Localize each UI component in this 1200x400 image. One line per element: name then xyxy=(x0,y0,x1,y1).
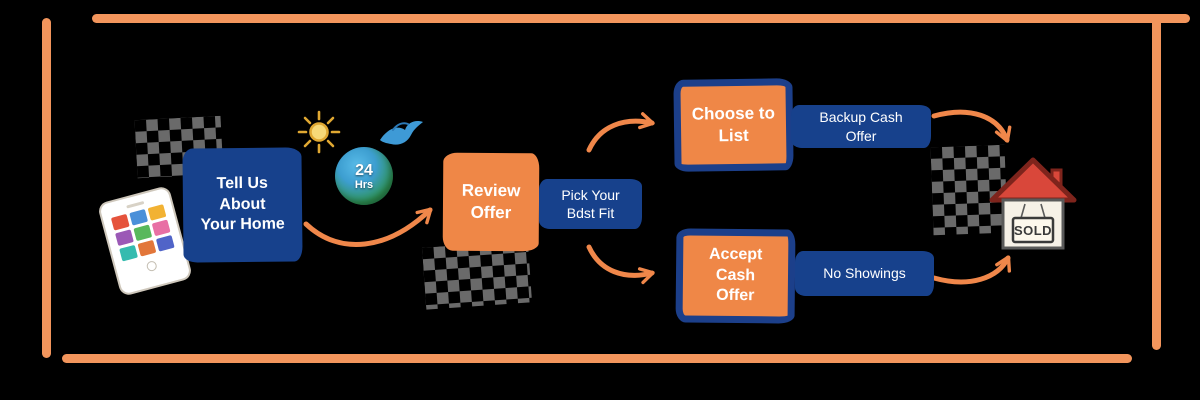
sold-sign-label: SOLD xyxy=(1014,223,1052,238)
step-review-offer-box: Review Offer xyxy=(442,152,540,252)
bird-icon xyxy=(380,120,423,145)
arrow-tellus-to-review xyxy=(303,207,433,247)
app-tile xyxy=(110,213,130,231)
phone-app-grid xyxy=(110,204,175,262)
app-tile xyxy=(129,208,149,226)
note-pick-best-fit: Pick Your Bdst Fit xyxy=(539,179,642,229)
accept-cash-line: Accept xyxy=(708,245,763,264)
phone-home-button xyxy=(145,259,158,273)
note-no-showings: No Showings xyxy=(795,251,934,296)
app-tile xyxy=(151,219,171,237)
step-tell-us-line: Tell Us xyxy=(216,174,269,193)
app-tile xyxy=(133,224,153,242)
no-showings-line: No Showings xyxy=(823,265,906,282)
best-fit-line: Pick Your xyxy=(561,186,620,203)
arrow-cash-to-sold xyxy=(931,255,1012,285)
frame-border-top xyxy=(92,14,1190,23)
review-offer-line: Offer xyxy=(470,202,512,223)
backup-cash-line: Backup Cash xyxy=(819,109,903,126)
note-backup-cash-offer: Backup Cash Offer xyxy=(791,105,931,148)
backup-cash-line: Offer xyxy=(845,127,877,144)
review-offer-line: Review xyxy=(461,180,521,201)
sun-icon xyxy=(297,110,341,154)
sign-strings xyxy=(1020,203,1046,219)
badge-24-unit: Hrs xyxy=(354,178,374,191)
branch-choose-to-list-box: Choose to List xyxy=(673,78,794,172)
app-tile xyxy=(119,244,138,262)
app-tile xyxy=(147,204,167,221)
frame-border-left xyxy=(42,18,51,358)
arrow-bestfit-to-list xyxy=(586,112,655,153)
frame-border-bottom xyxy=(62,354,1132,363)
arrow-list-to-sold xyxy=(931,109,1012,143)
arrow-bestfit-to-cash xyxy=(586,244,655,285)
branch-accept-cash-offer-box: Accept Cash Offer xyxy=(675,228,796,324)
sold-sign xyxy=(1011,216,1055,244)
step-tell-us-line: About xyxy=(219,195,266,213)
accept-cash-line: Offer xyxy=(716,287,755,305)
globe-24hrs-icon: 24 Hrs xyxy=(335,147,393,205)
app-tile xyxy=(137,239,157,257)
app-tile xyxy=(155,234,175,252)
choose-to-list-line: Choose to xyxy=(691,103,776,124)
badge-24-number: 24 xyxy=(355,161,373,179)
frame-border-right xyxy=(1152,16,1161,350)
choose-to-list-line: List xyxy=(718,125,749,146)
step-tell-us-box: Tell Us About Your Home xyxy=(182,147,303,263)
best-fit-line: Bdst Fit xyxy=(566,205,615,221)
phone-icon xyxy=(96,185,194,297)
accept-cash-line: Cash xyxy=(715,266,756,284)
app-tile xyxy=(115,229,134,247)
step-tell-us-line: Your Home xyxy=(200,215,285,234)
house-sold-icon: SOLD xyxy=(989,157,1077,250)
phone-speaker xyxy=(126,200,145,209)
